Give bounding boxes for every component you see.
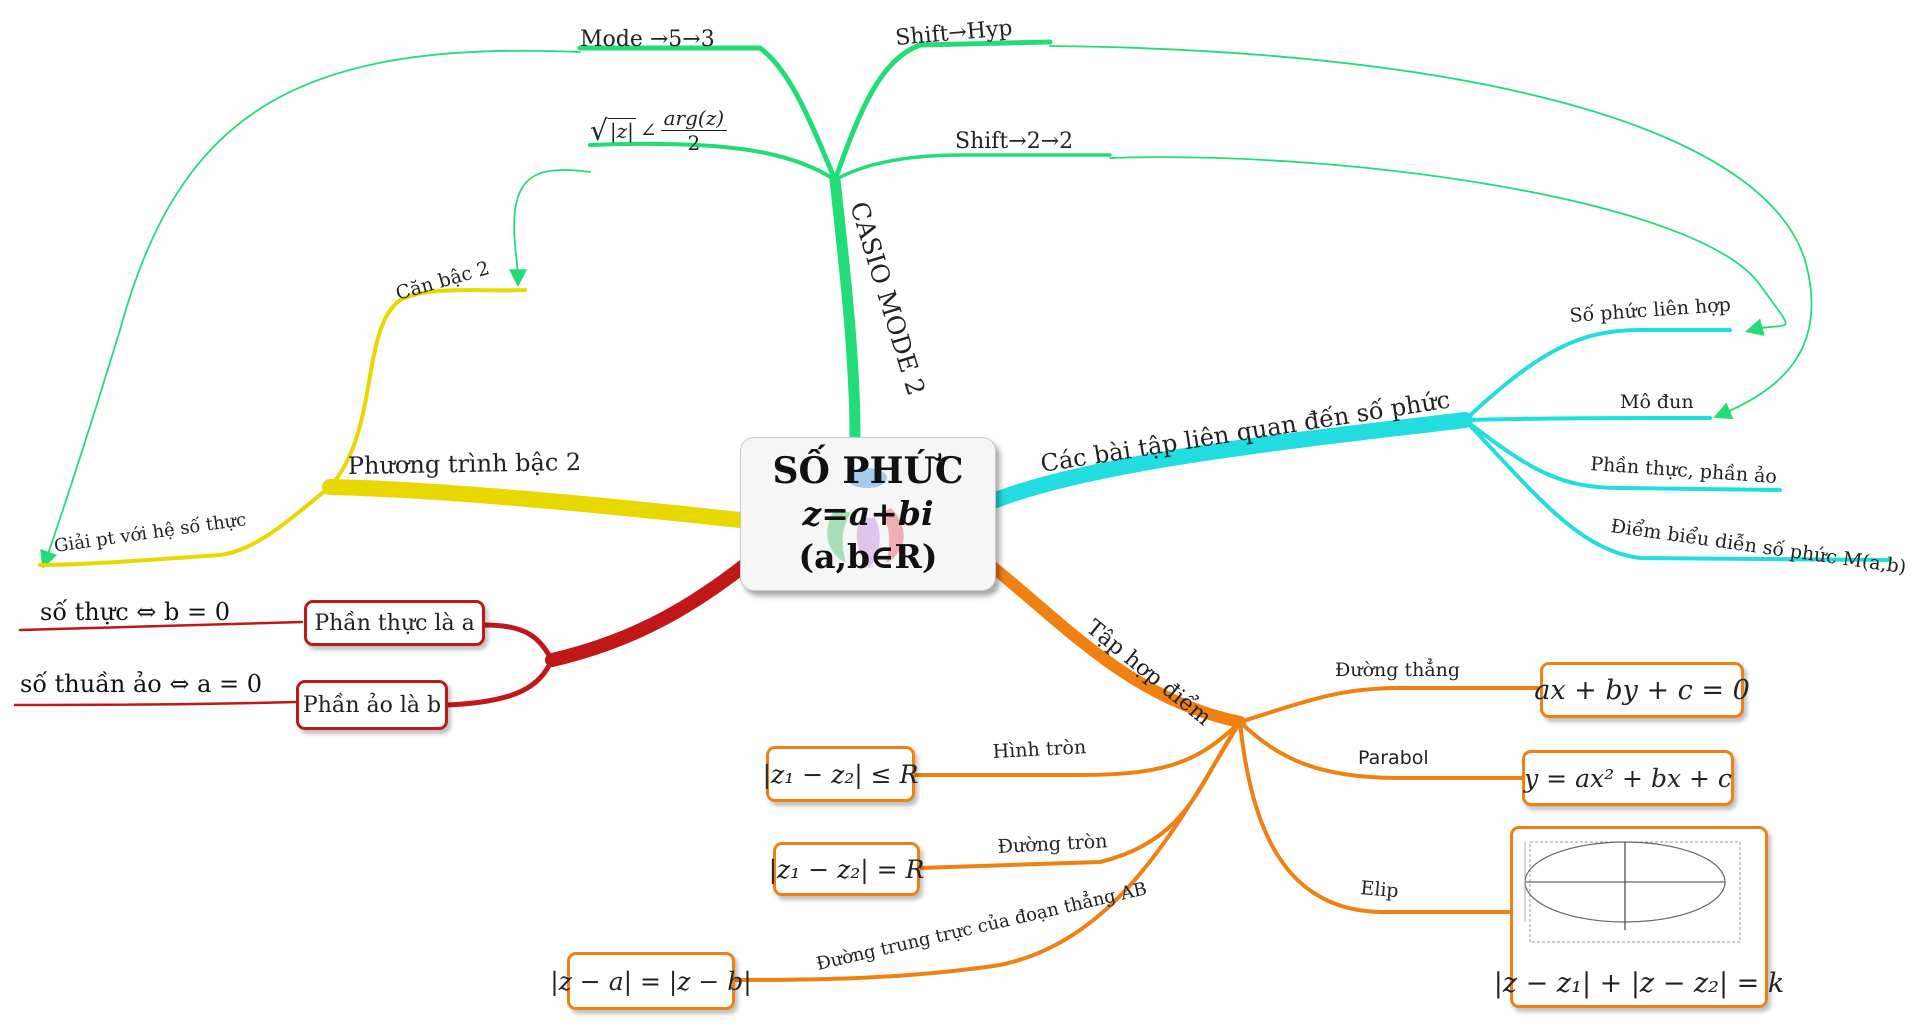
- ellipse-formula: |z − z₁| + |z − z₂| = k: [1493, 968, 1785, 999]
- line-formula-box: ax + by + c = 0: [1534, 662, 1750, 718]
- parts-trunk: [545, 558, 752, 667]
- casio-trunk: [829, 174, 861, 443]
- disk-formula: |z₁ − z₂| ≤ R: [762, 759, 919, 789]
- casio-mode-label: Mode →5→3: [580, 27, 715, 52]
- exercises-point-label: Điểm biểu diễn số phức M(a,b): [1609, 515, 1907, 578]
- locus-branch-bisector: [733, 720, 1242, 982]
- locus-branch-line: [1238, 686, 1542, 724]
- locus-label: Tập hợp điểm: [1081, 613, 1218, 731]
- real-part-label: Phần thực là a: [314, 610, 475, 636]
- exercises-conj-label: Số phức liên hợp: [1569, 294, 1732, 327]
- disk-formula-box: |z₁ − z₂| ≤ R: [763, 746, 918, 802]
- casio-shift22-label: Shift→2→2: [955, 129, 1073, 154]
- parts-line-real: [18, 620, 304, 632]
- imaginary-part-box: Phần ảo là b: [296, 680, 448, 730]
- exercises-branch: [988, 328, 1892, 562]
- arrow-mode-to-solve: [40, 49, 581, 569]
- casio-branch-sqrt: [588, 141, 837, 182]
- locus-branch: [733, 559, 1542, 982]
- locus-branch-ellipse: [1238, 720, 1512, 914]
- central-condition: (a,b∈R): [798, 537, 938, 576]
- sqrt-fraction: arg(z) 2: [660, 106, 728, 155]
- casio-branch-mode: [577, 45, 838, 183]
- logo-watermark-icon: [827, 468, 904, 568]
- quadratic-branch-root: [328, 288, 527, 489]
- locus-disk-label: Hình tròn: [992, 736, 1087, 763]
- quadratic-branch-real: [38, 485, 332, 567]
- casio-branch-shifthyp: [832, 39, 1053, 183]
- parts-real-text: số thực ⇔ b = 0: [40, 598, 230, 626]
- casio-sqrt-formula: √ |z| ∠ arg(z) 2: [590, 100, 728, 160]
- locus-branch-disk: [913, 720, 1242, 777]
- real-part-box: Phần thực là a: [304, 600, 485, 646]
- parts-imag-text: số thuần ảo ⇔ a = 0: [20, 670, 262, 698]
- exercises-branch-conj: [1463, 328, 1732, 422]
- bisector-formula-box: |z − a| = |z − b|: [550, 952, 752, 1010]
- sqrt-angle: ∠: [639, 118, 657, 142]
- locus-circle-label: Đường tròn: [997, 830, 1108, 858]
- locus-trunk: [984, 559, 1246, 728]
- parts-line-imag: [13, 700, 298, 707]
- central-formula: z=a+bi: [802, 494, 934, 533]
- ellipse-diagram-icon: [1524, 841, 1741, 943]
- bisector-formula: |z − a| = |z − b|: [550, 966, 752, 996]
- quadratic-root-label: Căn bậc 2: [393, 257, 492, 305]
- quadratic-branch: [38, 288, 748, 567]
- parts-branch: [13, 558, 752, 708]
- sqrt-icon: √: [590, 113, 608, 147]
- quadratic-real-label: Giải pt với hệ số thực: [53, 509, 248, 557]
- locus-ellipse-label: Elip: [1360, 877, 1400, 902]
- line-formula: ax + by + c = 0: [1534, 674, 1750, 706]
- circle-formula: |z₁ − z₂| = R: [768, 854, 925, 884]
- exercises-branch-mod: [1463, 416, 1712, 422]
- central-topic: SỐ PHỨC z=a+bi (a,b∈R): [740, 437, 996, 591]
- parabola-formula-box: y = ax² + bx + c: [1522, 750, 1734, 806]
- casio-branch: [40, 39, 1813, 569]
- central-title: SỐ PHỨC: [772, 450, 964, 492]
- parts-branch-real: [482, 622, 555, 663]
- exercises-mod-label: Mô đun: [1620, 391, 1694, 413]
- imaginary-part-label: Phần ảo là b: [302, 692, 442, 718]
- arrow-shift22-to-modulus: [1109, 156, 1787, 336]
- exercises-parts-label: Phần thực, phần ảo: [1590, 453, 1778, 488]
- sqrt-denominator: 2: [687, 130, 701, 155]
- ellipse-formula-box: |z − z₁| + |z − z₂| = k: [1494, 826, 1784, 1008]
- sqrt-root: |z|: [607, 117, 636, 143]
- exercises-trunk: [988, 412, 1473, 508]
- arrow-hyp-to-conjugate: [1049, 45, 1813, 420]
- quadratic-trunk: [322, 479, 748, 528]
- circle-formula-box: |z₁ − z₂| = R: [769, 842, 924, 896]
- locus-branch-parabola: [1238, 720, 1524, 780]
- quadratic-label: Phương trình bậc 2: [348, 448, 582, 480]
- exercises-branch-parts: [1463, 418, 1782, 492]
- locus-parabola-label: Parabol: [1358, 747, 1429, 769]
- casio-branch-shift22: [833, 153, 1112, 182]
- sqrt-numerator: arg(z): [660, 106, 728, 131]
- arrow-sqrt-to-root: [508, 169, 591, 288]
- exercises-branch-point: [1463, 418, 1892, 562]
- locus-line-label: Đường thẳng: [1335, 658, 1460, 681]
- parabola-formula: y = ax² + bx + c: [1524, 763, 1732, 793]
- parts-branch-imag: [444, 657, 555, 708]
